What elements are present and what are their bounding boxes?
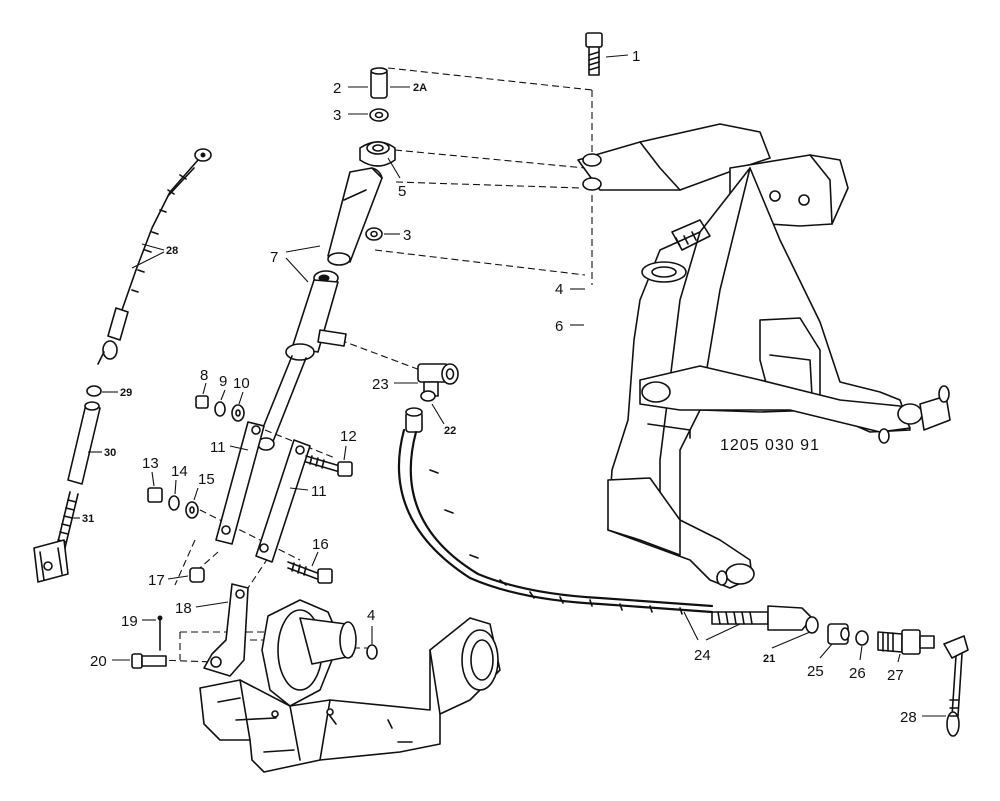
elbow-fitting-part-23: [417, 363, 459, 402]
callout-23: 23: [372, 376, 389, 393]
lift-cylinder-lower: [257, 270, 347, 451]
callout-19: 19: [121, 613, 138, 630]
callout-11-right: 11: [311, 483, 327, 500]
callout-13: 13: [142, 455, 159, 472]
pin-part-19: [157, 615, 163, 651]
callout-17: 17: [148, 572, 165, 589]
main-lift-frame: [577, 123, 951, 589]
callout-31: 31: [82, 513, 94, 525]
callout-22: 22: [444, 425, 456, 437]
pin-part-2: [370, 67, 388, 99]
washer-part-15: [185, 501, 199, 519]
callout-30: 30: [104, 447, 116, 459]
washer-part-10: [231, 404, 245, 422]
callout-26: 26: [849, 665, 866, 682]
callout-4-lower: 4: [367, 607, 375, 624]
callout-2: 2: [333, 80, 341, 97]
callout-11-left: 11: [210, 439, 226, 456]
callout-10: 10: [233, 375, 250, 392]
lever-part-28-right: [943, 635, 969, 737]
callout-29: 29: [120, 387, 132, 399]
nut-part-25: [827, 623, 850, 645]
sleeve-part-30: [67, 401, 101, 485]
lever-part-18: [203, 583, 249, 677]
control-cable-part-28-left: [97, 148, 212, 365]
callout-21: 21: [763, 653, 775, 665]
lift-cylinder-upper: [327, 141, 396, 266]
adapter-part-27: [877, 629, 935, 655]
callout-4-upper: 4: [555, 281, 563, 298]
callout-3-lower: 3: [403, 227, 411, 244]
callout-15: 15: [198, 471, 215, 488]
threaded-rod-part-31: [33, 491, 79, 583]
bolt-part-1: [585, 32, 603, 76]
washer-part-9: [214, 401, 226, 417]
callout-1: 1: [632, 48, 640, 65]
cap-part-29: [86, 385, 102, 397]
callout-2a: 2A: [413, 82, 427, 94]
callout-7: 7: [270, 249, 278, 266]
bottom-mounting-housing: [199, 599, 501, 773]
callout-18: 18: [175, 600, 192, 617]
washer-part-14: [168, 495, 180, 511]
callout-25: 25: [807, 663, 824, 680]
callout-12: 12: [340, 428, 357, 445]
washer-part-3-lower: [365, 227, 383, 241]
callout-24: 24: [694, 647, 711, 664]
callout-6: 6: [555, 318, 563, 335]
callout-28-left: 28: [166, 245, 178, 257]
callout-16: 16: [312, 536, 329, 553]
clevis-pin-part-20: [131, 653, 167, 669]
nut-part-8: [195, 395, 209, 409]
callout-20: 20: [90, 653, 107, 670]
ring-part-26: [855, 630, 869, 646]
threaded-fitting-part-21: [711, 605, 819, 634]
washer-part-4-lower: [366, 644, 378, 660]
callout-8: 8: [200, 367, 208, 384]
washer-part-3-top: [369, 108, 389, 122]
callout-3-top: 3: [333, 107, 341, 124]
callout-28-right: 28: [900, 709, 917, 726]
callout-14: 14: [171, 463, 188, 480]
callout-5: 5: [398, 183, 406, 200]
bushing-part-17: [189, 567, 205, 583]
bolt-part-12: [305, 455, 353, 477]
callout-9: 9: [219, 373, 227, 390]
reference-code: 1205 030 91: [720, 437, 820, 454]
nut-part-13: [147, 487, 163, 503]
bolt-part-16: [287, 561, 333, 584]
hydraulic-hose-part-24: [397, 428, 714, 615]
hose-end-part-22: [405, 407, 423, 433]
callout-27: 27: [887, 667, 904, 684]
link-plate-part-11-left: [215, 421, 265, 545]
link-plate-part-11-right: [255, 439, 311, 563]
